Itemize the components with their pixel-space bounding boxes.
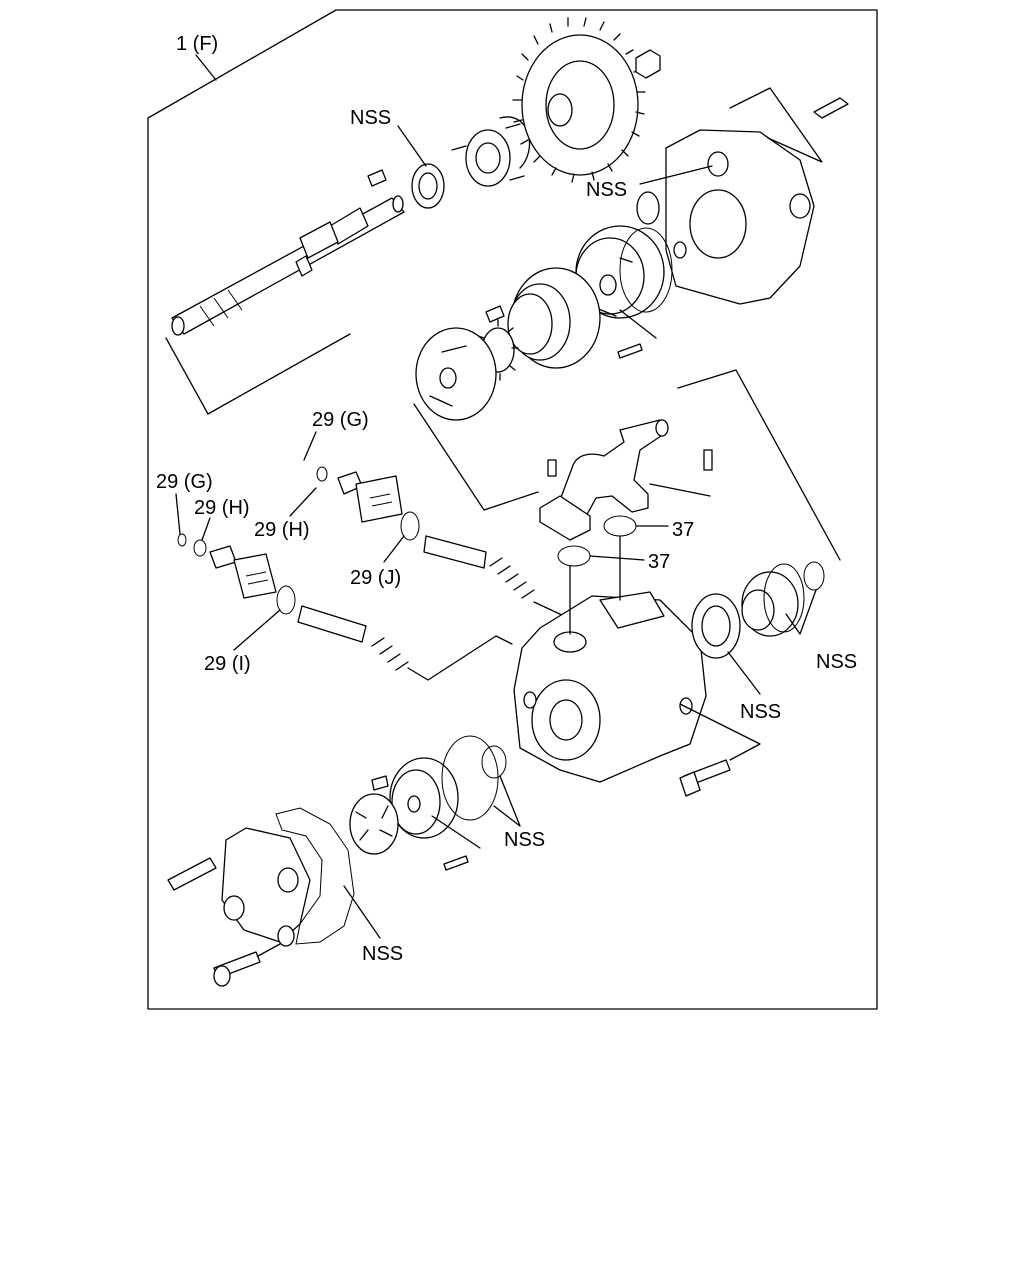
label-nss-gasket: NSS: [362, 943, 403, 965]
rear-bolt-head: [213, 965, 231, 987]
label-oring-29j: 29 (J): [350, 567, 401, 589]
plunger-lower: [297, 605, 409, 671]
plunger-lower-leader: [407, 635, 513, 681]
left-valve-oring-29i: [276, 585, 296, 615]
shaft-bracket-line: [165, 333, 351, 415]
label-nss-right-bearing: NSS: [740, 701, 781, 723]
right-bearing: [691, 571, 799, 659]
label-nss-right-orings: NSS: [816, 651, 857, 673]
rotor-ring: [507, 267, 601, 369]
plate-pin: [617, 343, 643, 359]
left-valve-oring-29g: [177, 533, 187, 547]
label-nss-oring-cover: NSS: [586, 179, 627, 201]
rear-bolt-upper: [167, 857, 217, 891]
lower-oring-large: [441, 735, 499, 821]
label-assembly: 1 (F): [176, 33, 218, 55]
nss-bearing-leader: [397, 125, 427, 167]
lower-pin-leader: [431, 815, 481, 849]
nss-gasket-leader: [343, 885, 381, 939]
gear-key: [485, 305, 505, 323]
upper-valve: [337, 471, 403, 523]
label-oring-29h-upper: 29 (H): [254, 519, 310, 541]
oring-29g-left-leader: [175, 493, 181, 535]
label-oring-29g-upper: 29 (G): [312, 409, 369, 431]
side-plate-oring: [619, 227, 673, 313]
oring-29j-leader: [383, 535, 405, 563]
label-oring-29g-left: 29 (G): [156, 471, 213, 493]
top-bearing: [411, 116, 531, 209]
label-nss-lower-orings: NSS: [504, 829, 545, 851]
label-oring-37-lower: 37: [648, 551, 670, 573]
housing-bolt: [679, 759, 731, 797]
plunger-upper-leader: [533, 601, 565, 617]
lower-oring-small: [481, 745, 507, 779]
rear-cover: [221, 827, 311, 947]
label-oring-29h-left: 29 (H): [194, 497, 250, 519]
shaft-key: [367, 169, 387, 187]
lower-rotor: [349, 793, 399, 855]
plunger-upper: [423, 535, 535, 599]
cover-oring: [636, 191, 660, 225]
oring-37-lower-leader: [589, 555, 645, 561]
rear-gasket: [275, 807, 355, 945]
nss-right-bearing-leader: [727, 651, 761, 695]
nss-oring-cover-leader: [639, 165, 713, 185]
nss-lower-orings-leader: [493, 775, 521, 827]
housing-bolt-leader: [679, 703, 761, 761]
upper-valve-oring-29j: [400, 511, 420, 541]
assembly-leader: [195, 54, 217, 81]
lower-plate: [389, 757, 459, 839]
left-valve: [209, 545, 277, 599]
nss-right-orings-leader: [785, 589, 817, 635]
plate-leader: [619, 309, 657, 339]
left-valve-oring-29h: [193, 539, 207, 557]
pump-cover: [665, 129, 815, 305]
assembly-frame: [147, 9, 878, 1010]
right-bracket-line: [677, 369, 841, 561]
pump-housing: [513, 591, 707, 783]
label-oring-29i: 29 (I): [204, 653, 251, 675]
front-plate: [415, 327, 497, 421]
cover-bolt-bracket: [729, 87, 823, 163]
pipe-bolt-leader: [649, 483, 711, 497]
oring-29i-leader: [233, 609, 281, 651]
lower-key: [371, 775, 389, 791]
plate-bracket-line: [413, 403, 539, 511]
drive-shaft: [171, 195, 405, 336]
oring-29h-upper-leader: [289, 487, 317, 517]
lower-pin: [443, 855, 469, 871]
upper-valve-oring-small: [316, 466, 328, 482]
label-oring-37-upper: 37: [672, 519, 694, 541]
housing-oring-37-lower: [557, 545, 591, 567]
drive-gear: [512, 17, 646, 183]
housing-oring-37-upper: [603, 515, 637, 537]
cover-bolt: [813, 97, 849, 119]
rear-bolt-lower-leader: [257, 943, 281, 957]
right-oring-a: [763, 563, 805, 633]
oring-29h-left-leader: [201, 517, 211, 541]
gear-nut: [635, 49, 661, 79]
oring-29g-upper-leader: [303, 431, 317, 461]
right-oring-b: [803, 561, 825, 591]
pipe-assembly: [539, 419, 713, 541]
label-nss-bearing-top: NSS: [350, 107, 391, 129]
